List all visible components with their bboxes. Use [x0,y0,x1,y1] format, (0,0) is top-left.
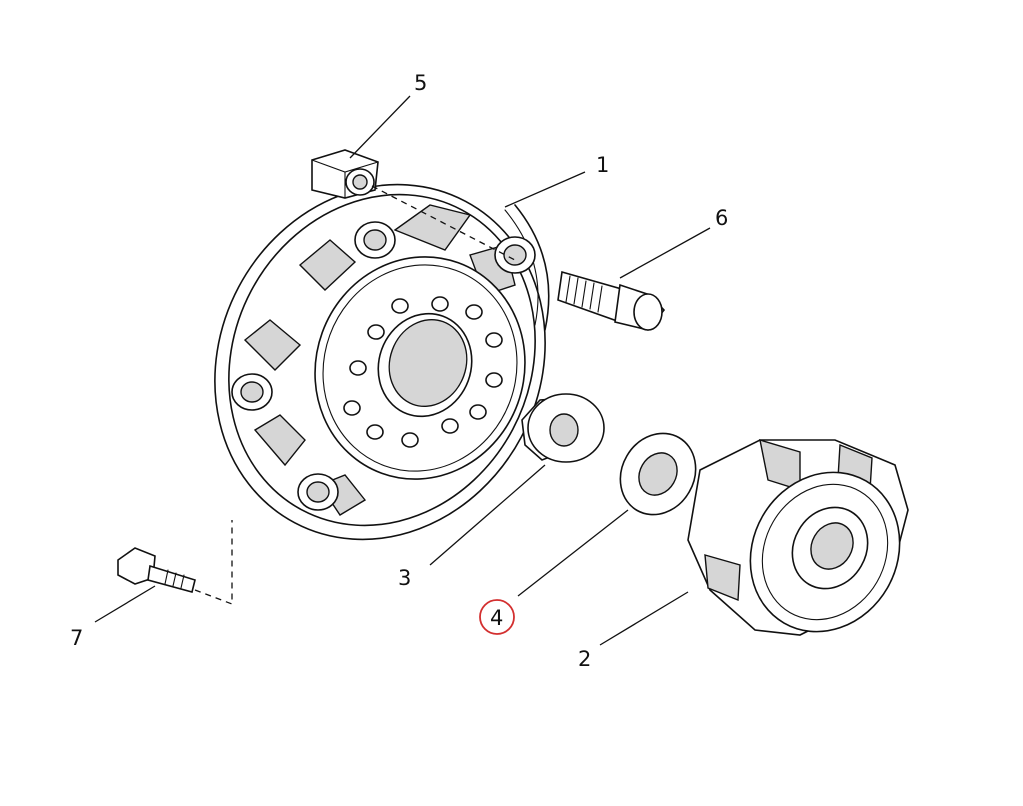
part-flanged-nut [521,393,605,463]
callout-7: 7 [70,626,83,650]
part-cap-nut [311,149,379,199]
part-wheel-stud [557,270,666,331]
assembly-lines [194,185,516,605]
highlight-circle [479,599,515,635]
callout-5: 5 [414,71,427,95]
part-hub-flange [214,183,550,541]
callout-3: 3 [398,566,411,590]
callout-labels: 5 1 6 3 4 2 7 [70,71,728,671]
callout-4: 4 [490,606,503,630]
leader-lines [94,95,711,646]
part-washer [619,432,697,516]
callout-2: 2 [578,647,591,671]
part-hub-bearing-housing [687,438,909,636]
part-bolt [117,547,196,593]
callout-1: 1 [596,153,609,177]
callout-6: 6 [715,206,728,230]
